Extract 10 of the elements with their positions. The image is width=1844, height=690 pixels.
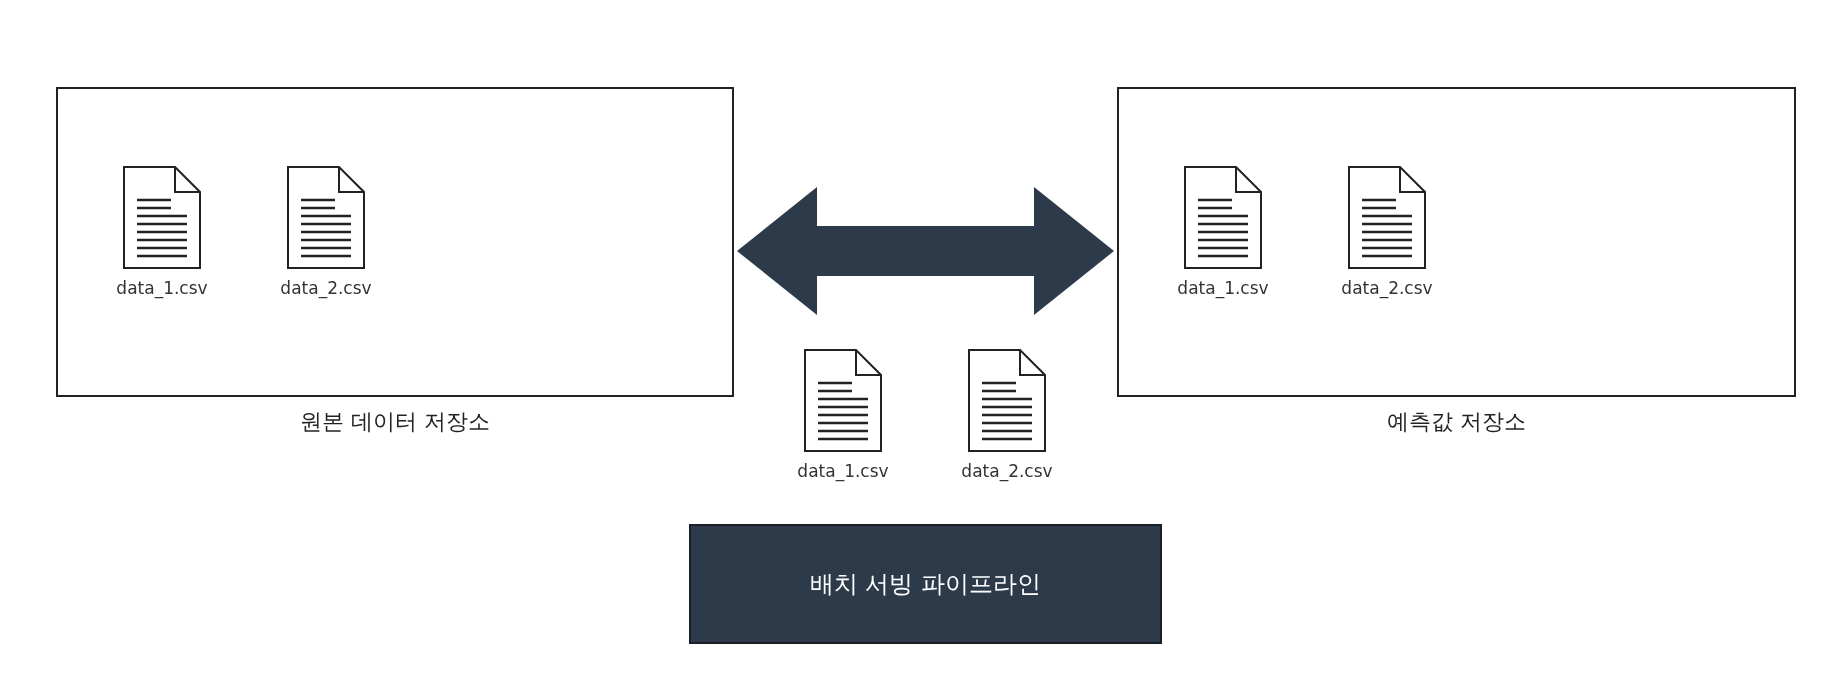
file-name: data_1.csv bbox=[796, 461, 890, 481]
storage-label: 원본 데이터 저장소 bbox=[299, 408, 491, 436]
file-name: data_2.csv bbox=[279, 278, 373, 298]
file-name: data_1.csv bbox=[1176, 278, 1270, 298]
file-name: data_2.csv bbox=[960, 461, 1054, 481]
pipeline-box: 배치 서빙 파이프라인 bbox=[689, 524, 1162, 644]
double-arrow bbox=[737, 187, 1114, 315]
storage-label: 예측값 저장소 bbox=[1386, 408, 1527, 436]
file-name: data_1.csv bbox=[115, 278, 209, 298]
file-name: data_2.csv bbox=[1340, 278, 1434, 298]
